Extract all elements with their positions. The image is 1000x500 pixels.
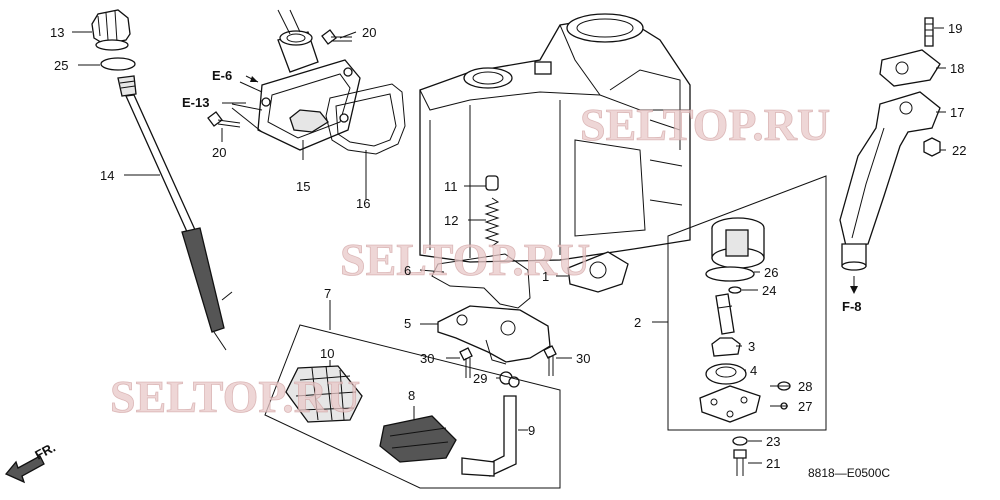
washer-23 bbox=[732, 436, 748, 446]
pin bbox=[485, 175, 499, 191]
label-3: 3 bbox=[748, 339, 755, 354]
label-15: 15 bbox=[296, 179, 310, 194]
label-8: 8 bbox=[408, 388, 415, 403]
oil-pump-group-box bbox=[667, 175, 827, 431]
pump-shaft bbox=[715, 293, 735, 335]
label-22: 22 bbox=[952, 143, 966, 158]
label-21: 21 bbox=[766, 456, 780, 471]
o-ring bbox=[100, 57, 136, 71]
label-9: 9 bbox=[528, 423, 535, 438]
label-28: 28 bbox=[798, 379, 812, 394]
pump-o-ring bbox=[705, 266, 755, 282]
oil-pipe bbox=[461, 395, 517, 477]
breather-cover bbox=[257, 30, 361, 151]
bolt-30-right bbox=[543, 345, 557, 376]
engine-block bbox=[419, 13, 691, 263]
pump-gasket bbox=[431, 253, 531, 309]
watermark-middle: SELTOP.RU bbox=[340, 234, 590, 285]
nut-22 bbox=[923, 137, 941, 157]
breather-gasket bbox=[325, 83, 406, 155]
ref-e6: E-6 bbox=[212, 68, 232, 83]
dipstick bbox=[117, 75, 233, 351]
ref-e13: E-13 bbox=[182, 95, 209, 110]
label-6: 6 bbox=[404, 263, 411, 278]
bolt-21 bbox=[733, 449, 747, 476]
part-labels: 13 25 14 20 20 15 16 11 12 6 1 7 5 10 30… bbox=[50, 21, 966, 471]
water-pipe bbox=[839, 91, 941, 271]
label-12: 12 bbox=[444, 213, 458, 228]
label-17: 17 bbox=[950, 105, 964, 120]
pump-housing bbox=[437, 305, 551, 365]
label-29: 29 bbox=[473, 371, 487, 386]
reference-labels: E-6 E-13 F-8 bbox=[182, 68, 862, 314]
watermark-bottom: SELTOP.RU bbox=[110, 371, 360, 422]
label-30-right: 30 bbox=[576, 351, 590, 366]
label-20-left: 20 bbox=[212, 145, 226, 160]
gasket-18 bbox=[879, 49, 941, 87]
label-16: 16 bbox=[356, 196, 370, 211]
label-23: 23 bbox=[766, 434, 780, 449]
label-13: 13 bbox=[50, 25, 64, 40]
pump-gasket-1 bbox=[567, 251, 629, 293]
label-25: 25 bbox=[54, 58, 68, 73]
stud-19 bbox=[924, 17, 934, 47]
label-26: 26 bbox=[764, 265, 778, 280]
label-1: 1 bbox=[542, 269, 549, 284]
label-2: 2 bbox=[634, 315, 641, 330]
outer-rotor bbox=[705, 363, 747, 385]
label-18: 18 bbox=[950, 61, 964, 76]
label-14: 14 bbox=[100, 168, 114, 183]
pump-washer bbox=[728, 286, 742, 294]
label-20-top: 20 bbox=[362, 25, 376, 40]
label-19: 19 bbox=[948, 21, 962, 36]
oil-strainer-screen bbox=[285, 365, 363, 423]
ref-f8: F-8 bbox=[842, 299, 862, 314]
label-5: 5 bbox=[404, 316, 411, 331]
label-24: 24 bbox=[762, 283, 776, 298]
label-27: 27 bbox=[798, 399, 812, 414]
label-7: 7 bbox=[324, 286, 331, 301]
bolt-20-left bbox=[207, 111, 241, 128]
bolt-20-top bbox=[321, 29, 352, 45]
leader-lines bbox=[72, 9, 946, 464]
front-direction-arrow: FR. bbox=[4, 440, 58, 484]
watermark-top: SELTOP.RU bbox=[580, 99, 830, 150]
pump-cover bbox=[699, 385, 761, 423]
label-10: 10 bbox=[320, 346, 334, 361]
label-30-left: 30 bbox=[420, 351, 434, 366]
label-4: 4 bbox=[750, 363, 757, 378]
spring bbox=[484, 197, 500, 247]
oil-strainer bbox=[379, 415, 457, 463]
bolt-30-left bbox=[459, 347, 473, 378]
strainer-group-box bbox=[264, 324, 561, 489]
label-11: 11 bbox=[444, 179, 458, 194]
oil-filler-cap bbox=[91, 9, 131, 51]
oil-pump-body bbox=[711, 217, 765, 269]
inner-rotor bbox=[711, 337, 741, 357]
diagram-code: 8818—E0500C bbox=[808, 466, 890, 480]
